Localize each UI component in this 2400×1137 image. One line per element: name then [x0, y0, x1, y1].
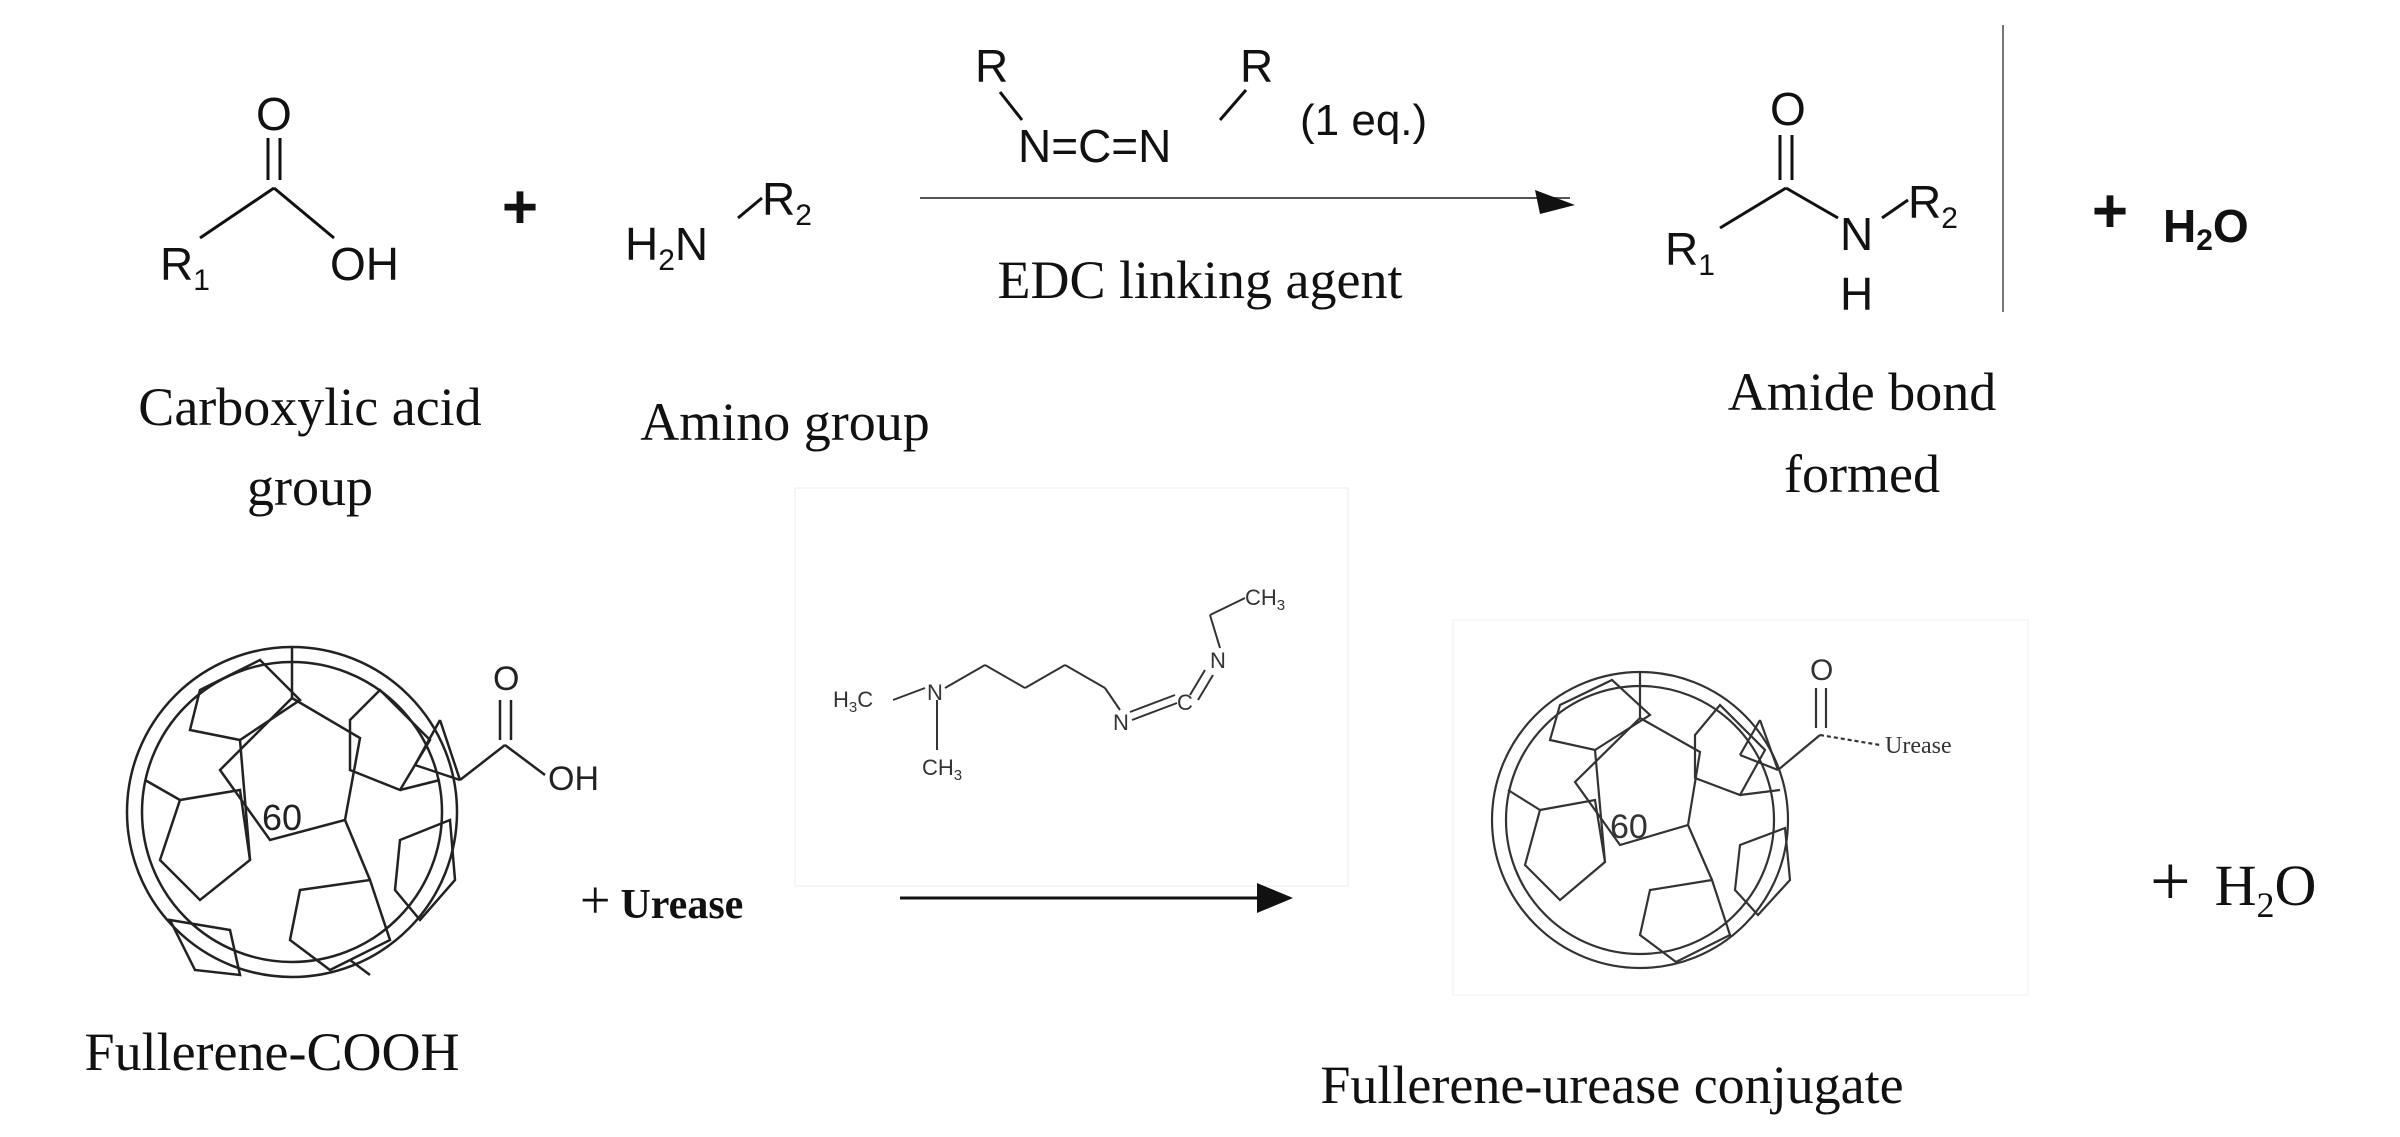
amide-label-line2: formed — [1784, 444, 1940, 504]
water-product-1: H2O — [2163, 200, 2249, 257]
reagent-r-left: R — [975, 40, 1008, 92]
edc-n-imine-1: N — [1113, 710, 1129, 735]
edc-ch3-ethyl: CH3 — [1245, 585, 1285, 614]
carboxylic-acid-label-line2: group — [247, 457, 373, 517]
amine-h2n: H2N — [625, 218, 708, 277]
fullerene-cooh-label: Fullerene-COOH — [85, 1022, 460, 1082]
amine-r2: R2 — [762, 173, 812, 232]
carboxylic-acid-label-line1: Carboxylic acid — [138, 377, 481, 437]
acid-oxygen: O — [256, 88, 292, 140]
edc-carbodiimide-c: C — [1177, 690, 1193, 715]
amide-hydrogen: H — [1840, 268, 1873, 320]
edc-n-imine-2: N — [1210, 648, 1226, 673]
carboxylic-acid-structure — [199, 138, 335, 240]
fullerene-cooh-oxygen: O — [493, 660, 519, 698]
acid-r1: R1 — [160, 238, 210, 297]
reagent-formula: N=C=N — [1018, 120, 1171, 172]
edc-h3c: H3C — [833, 687, 873, 716]
conjugate-oxygen: O — [1810, 654, 1833, 687]
reaction-arrow-1-head — [1535, 190, 1575, 214]
fullerene-cooh-center: 60 — [262, 797, 302, 838]
edc-structure-panel — [794, 487, 1349, 887]
amino-group-label: Amino group — [640, 392, 930, 452]
amide-r2: R2 — [1908, 176, 1958, 235]
water-product-2: +H2O — [2150, 841, 2316, 925]
amine-bond — [737, 196, 763, 220]
conjugate-label: Fullerene-urease conjugate — [1320, 1055, 1903, 1115]
fullerene-cooh-oh: OH — [548, 760, 599, 798]
amide-r1: R1 — [1665, 223, 1715, 282]
amide-nitrogen: N — [1840, 208, 1873, 260]
plus-sign-1: + — [502, 173, 538, 242]
reagent-bond-left — [998, 91, 1024, 121]
reagent-bond-right — [1218, 89, 1248, 121]
reagent-r-right: R — [1240, 40, 1273, 92]
amide-structure — [1719, 135, 1909, 230]
plus-urease: +Urease — [580, 870, 743, 930]
acid-oh: OH — [330, 238, 399, 290]
edc-skeletal-structure — [892, 597, 1246, 750]
conjugate-panel — [1452, 619, 2029, 996]
edc-ch3-lower: CH3 — [922, 755, 962, 784]
conjugate-center: 60 — [1610, 808, 1648, 846]
edc-n-amine: N — [927, 680, 943, 705]
amide-label-line1: Amide bond — [1728, 362, 1996, 422]
amide-oxygen: O — [1770, 83, 1806, 135]
reagent-equivalents: (1 eq.) — [1300, 96, 1427, 145]
fullerene-cooh-structure — [125, 645, 546, 979]
plus-sign-2: + — [2092, 177, 2128, 246]
edc-label: EDC linking agent — [998, 250, 1403, 310]
conjugate-urease: Urease — [1885, 733, 1952, 759]
fullerene-urease-structure — [1490, 670, 1881, 970]
